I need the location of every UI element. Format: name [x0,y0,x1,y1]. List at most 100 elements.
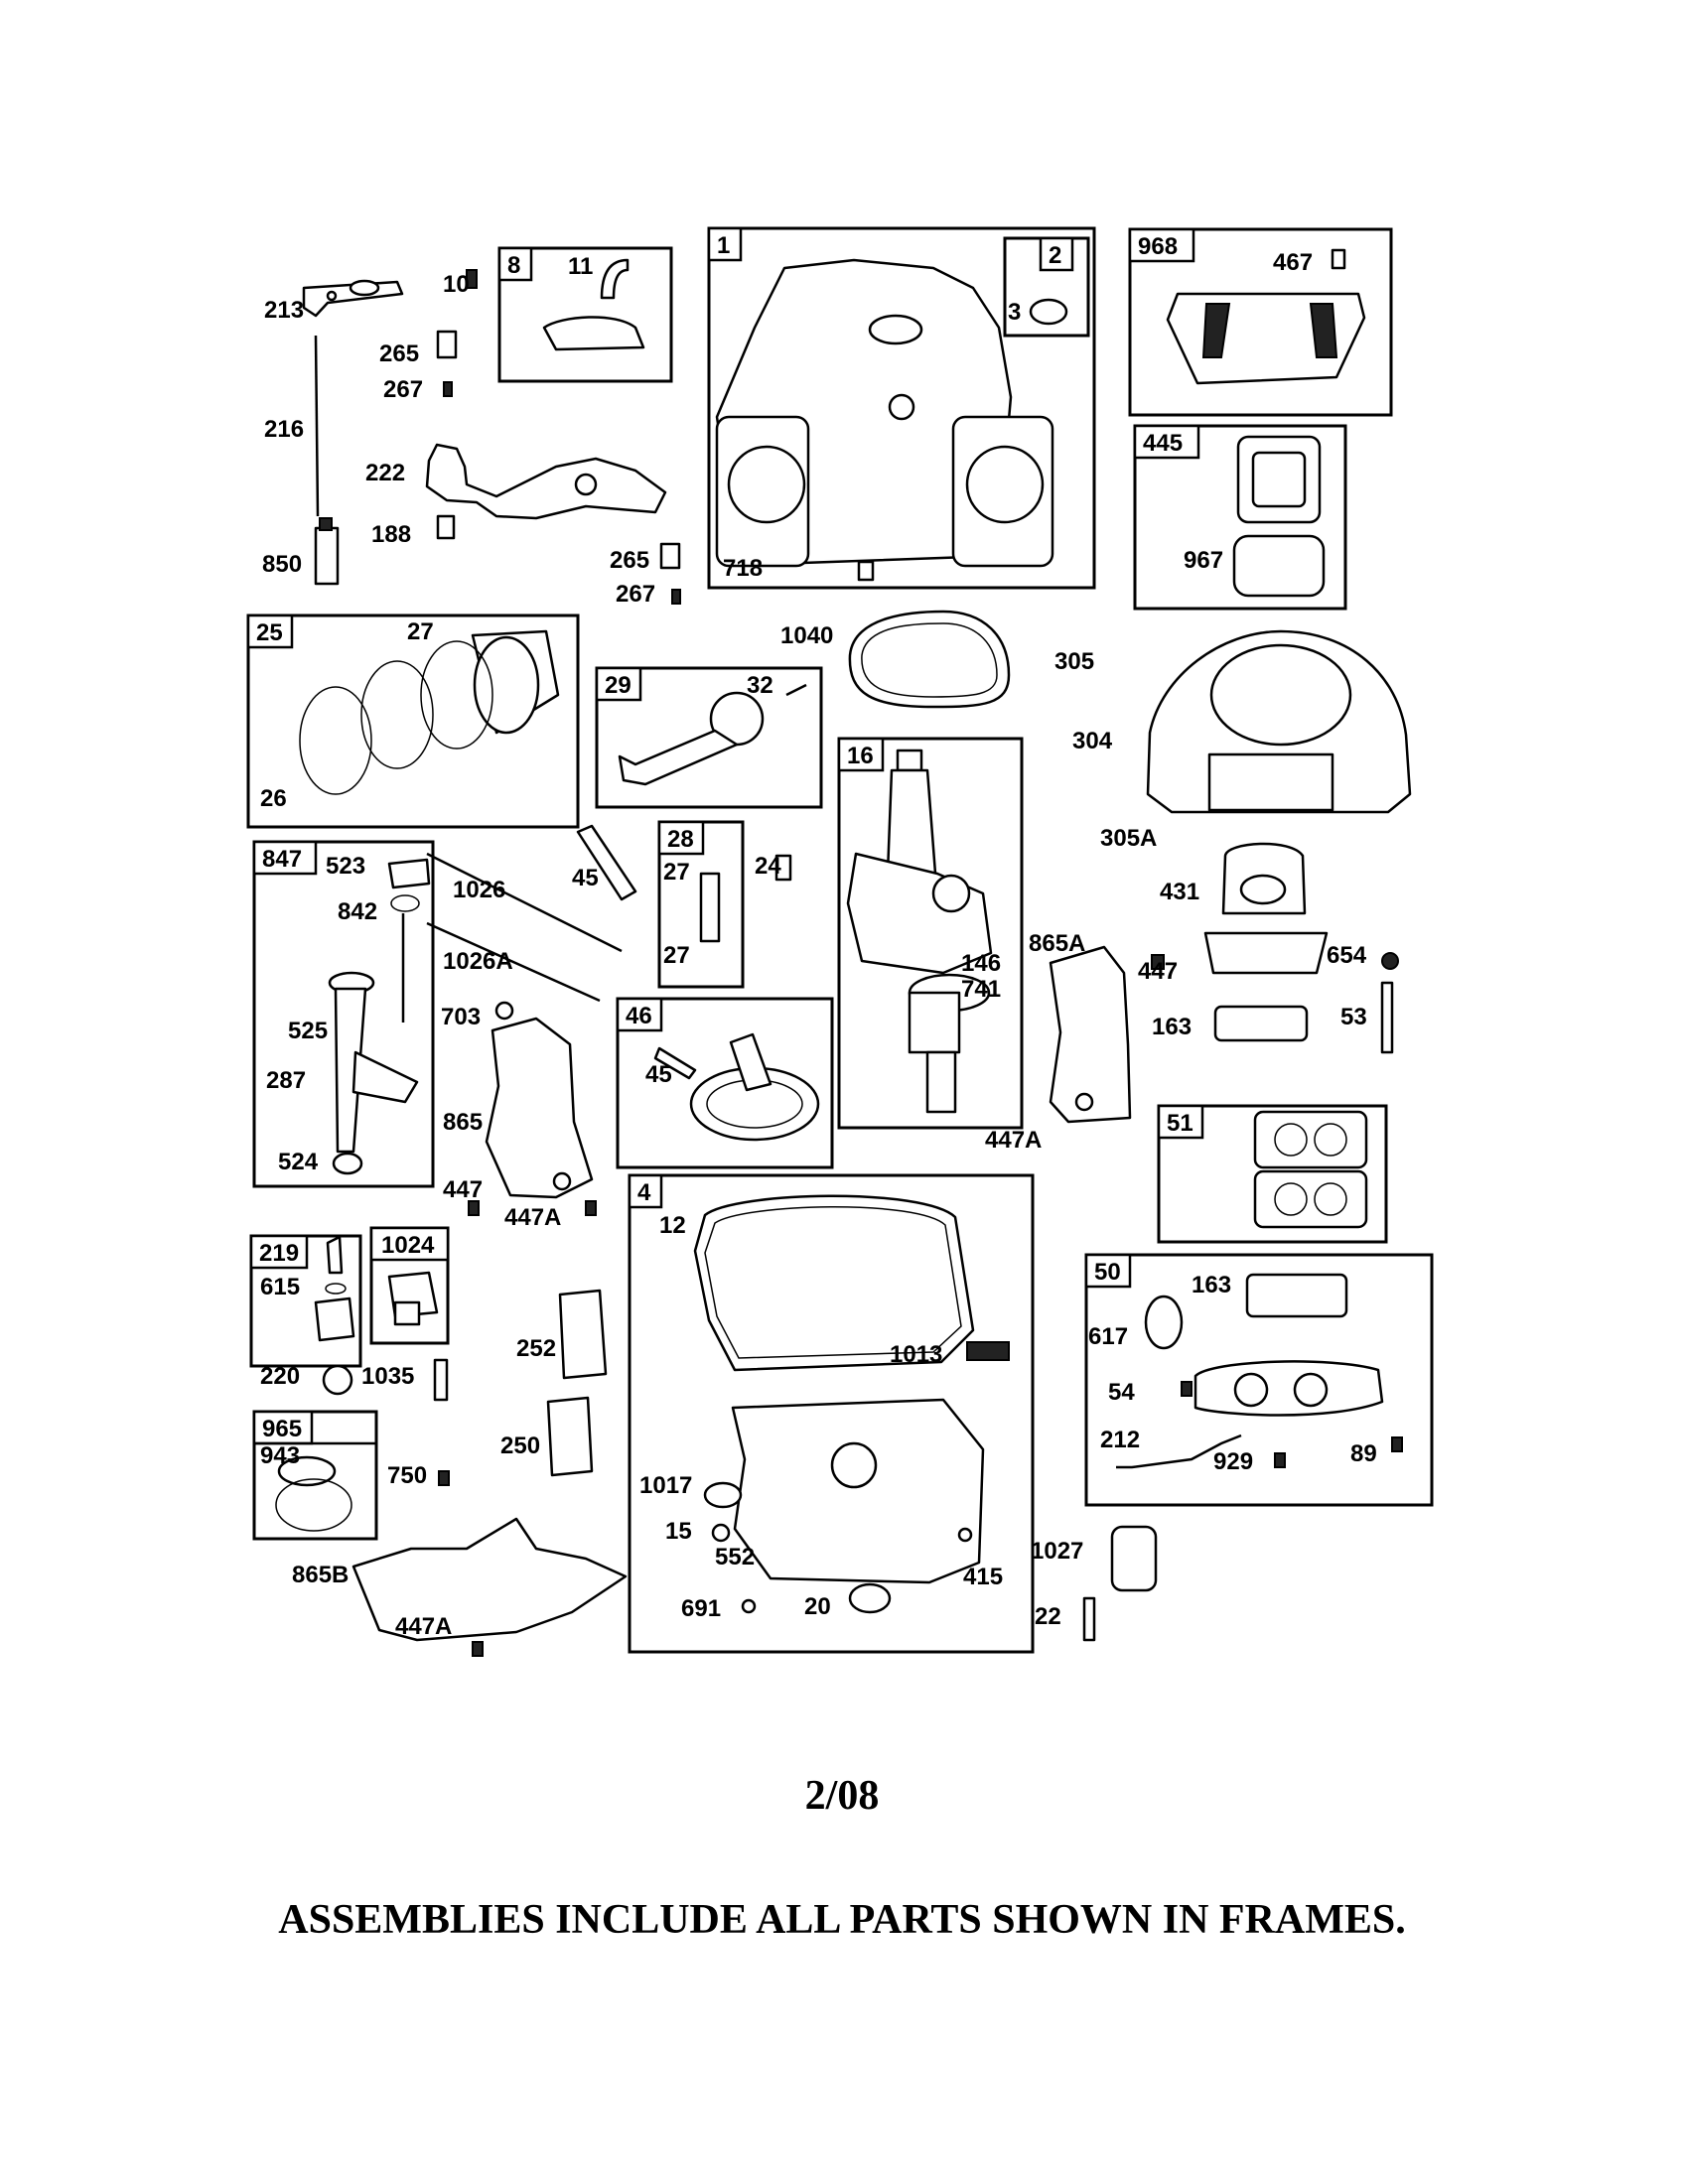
callout-305: 305 [1054,648,1094,675]
air-guide-865-illustration [468,1017,597,1216]
frame-219: 219 [249,1234,362,1368]
callout-943: 943 [260,1442,300,1469]
callout-447: 447 [1138,958,1178,985]
callout-222: 222 [365,460,405,486]
callout-3: 3 [1008,299,1021,326]
frame-16: 16 [837,737,1024,1130]
callout-617: 617 [1088,1323,1128,1350]
frame-tag: 1024 [381,1232,435,1259]
frame-29: 29 [595,666,823,809]
air-cleaner-cover-illustration [1166,248,1366,385]
revision-date: 2/08 [804,1773,880,1819]
callout-865A: 865A [1029,930,1085,957]
frame-tag: 1 [717,232,730,259]
callout-865B: 865B [292,1562,349,1588]
callout-20: 20 [804,1593,831,1620]
callout-447: 447 [443,1176,483,1203]
callout-524: 524 [278,1149,319,1175]
callout-842: 842 [338,898,377,925]
callout-691: 691 [681,1595,721,1622]
frame-tag: 8 [507,252,520,279]
callout-1026: 1026 [453,877,505,903]
oil-dipstick-tube-illustration [328,858,431,1175]
callout-32: 32 [747,672,773,699]
callout-523: 523 [326,853,365,880]
callout-265: 265 [610,547,649,574]
frame-tag: 847 [262,846,302,873]
callout-850: 850 [262,551,302,578]
callout-15: 15 [665,1518,692,1545]
callout-415: 415 [963,1564,1003,1590]
callout-615: 615 [260,1274,300,1300]
frame-50: 50 [1084,1253,1434,1507]
callout-525: 525 [288,1018,328,1044]
crankcase-cover-illustration [703,1398,985,1614]
callout-929: 929 [1213,1448,1253,1475]
frame-1: 1 [707,226,1096,590]
oil-cooler-and-seal-illustration [275,1289,608,1532]
callout-188: 188 [371,521,411,548]
callout-146: 146 [961,950,1001,977]
frame-968: 968 [1128,227,1393,417]
callout-163: 163 [1192,1272,1231,1298]
callout-750: 750 [387,1462,427,1489]
frame-tag: 29 [605,672,632,699]
blower-housing-illustration [1146,629,1412,814]
callout-865: 865 [443,1109,483,1136]
frame-4: 4 [628,1173,1035,1654]
callout-1013: 1013 [890,1341,942,1368]
cylinder-block-illustration [715,258,1068,582]
callout-267: 267 [616,581,655,608]
head-gaskets-illustration [1253,1110,1368,1229]
camshaft-illustration [653,1032,820,1142]
callout-1035: 1035 [361,1363,414,1390]
callout-252: 252 [516,1335,556,1362]
callout-220: 220 [260,1363,300,1390]
callout-12: 12 [659,1212,686,1239]
frame-46: 46 [616,997,834,1169]
frame-2: 2 [1003,236,1090,338]
crankshaft-illustration [846,749,993,1114]
frame-tag: 965 [262,1416,302,1442]
oil-fill-and-filter-illustration [314,1235,449,1402]
frame-tag: 4 [637,1179,651,1206]
callout-447A: 447A [395,1613,452,1640]
callout-24: 24 [755,853,781,880]
cylinder-head-components-illustration [1203,842,1399,1054]
frame-847: 847 [252,840,435,1188]
callout-703: 703 [441,1004,481,1030]
callout-1017: 1017 [639,1472,692,1499]
connecting-rod-illustration [618,683,807,786]
callout-267: 267 [383,376,423,403]
callout-654: 654 [1327,942,1367,969]
frame-tag: 25 [256,619,283,646]
oil-filter-illustration [1082,1525,1158,1642]
callout-11: 11 [568,253,593,280]
callout-718: 718 [723,555,763,582]
callout-741: 741 [961,976,1001,1003]
callout-304: 304 [1072,728,1113,754]
callout-967: 967 [1184,547,1223,574]
callout-250: 250 [500,1433,540,1459]
frame-28: 28 [657,820,745,989]
callout-431: 431 [1160,879,1199,905]
callout-89: 89 [1350,1440,1377,1467]
frame-tag: 2 [1049,242,1061,269]
governor-control-parts-illustration [302,269,681,605]
callout-45: 45 [572,865,599,891]
callout-54: 54 [1108,1379,1135,1406]
callout-1040: 1040 [780,622,833,649]
intake-manifold-illustration [1116,1273,1403,1469]
callout-163: 163 [1152,1014,1192,1040]
callout-27: 27 [663,859,690,886]
frame-tag: 968 [1138,233,1178,260]
callout-213: 213 [264,297,304,324]
callout-467: 467 [1273,249,1313,276]
frame-tag: 46 [626,1003,652,1029]
callout-287: 287 [266,1067,306,1094]
callout-1026A: 1026A [443,948,513,975]
callout-216: 216 [264,416,304,443]
frame-8: 8 [497,246,673,383]
frame-965: 965 [252,1410,378,1541]
